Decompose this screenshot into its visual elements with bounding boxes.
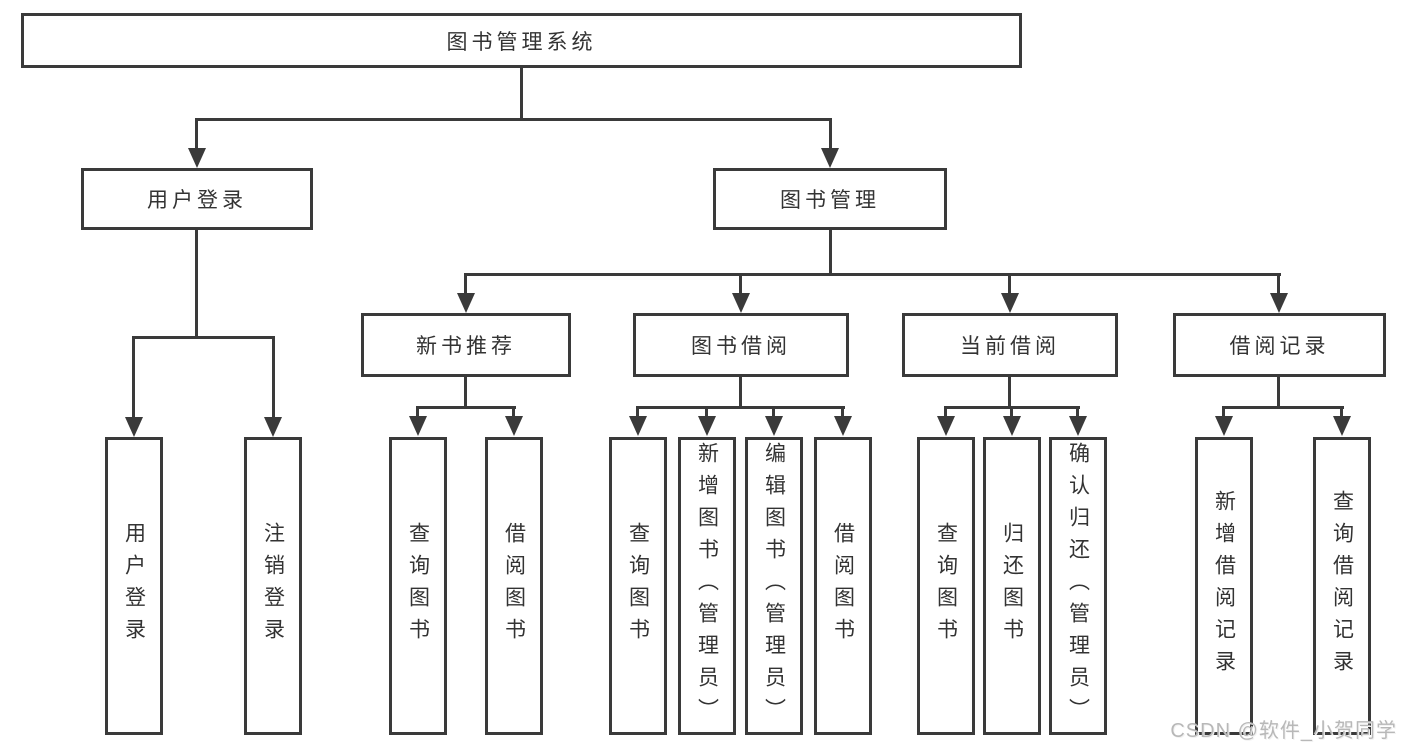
leaf-recommend-query-books-label: 查询图书 [406,522,430,650]
leaf-add-books-admin: 新增图书（管理员） [678,437,736,735]
connector-borrow-branch [636,406,845,409]
connector-recommend-drop [464,273,467,295]
node-book-borrow-label: 图书借阅 [691,335,791,358]
leaf-current-query-books: 查询图书 [917,437,975,735]
connector-borrow-drop [739,273,742,295]
connector-borrow-leaf2-drop [705,406,708,418]
arrowhead-borrow-leaf1-icon [629,416,647,436]
arrowhead-current-leaf1-icon [937,416,955,436]
arrowhead-user-leaf1-icon [125,417,143,437]
node-new-book-recommend-label: 新书推荐 [416,335,516,358]
leaf-logout-label: 注销登录 [261,522,285,650]
connector-recommend-leaf1-drop [416,406,419,418]
leaf-add-borrow-record-label: 新增借阅记录 [1212,490,1236,682]
connector-recommend-stem [464,377,467,406]
arrowhead-recommend-leaf1-icon [409,416,427,436]
node-new-book-recommend: 新书推荐 [361,313,571,377]
connector-current-drop [1008,273,1011,295]
arrowhead-borrow-icon [732,293,750,313]
leaf-confirm-return-admin-label: 确认归还（管理员） [1066,442,1090,730]
connector-books-stem [829,230,832,273]
arrowhead-records-leaf1-icon [1215,416,1233,436]
connector-recommend-leaf2-drop [512,406,515,418]
leaf-borrow-books-label: 借阅图书 [831,522,855,650]
arrowhead-recommend-leaf2-icon [505,416,523,436]
leaf-recommend-borrow-books: 借阅图书 [485,437,543,735]
node-root: 图书管理系统 [21,13,1022,68]
leaf-edit-books-admin-label: 编辑图书（管理员） [762,442,786,730]
leaf-borrow-query-books-label: 查询图书 [626,522,650,650]
leaf-borrow-query-books: 查询图书 [609,437,667,735]
connector-borrow-leaf4-drop [841,406,844,418]
connector-records-leaf1-drop [1222,406,1225,418]
node-current-borrow: 当前借阅 [902,313,1118,377]
leaf-user-login-label: 用户登录 [122,522,146,650]
node-book-management-label: 图书管理 [780,189,880,212]
connector-records-branch [1222,406,1344,409]
connector-user-leaf2-drop [272,336,275,418]
connector-borrow-stem [739,377,742,406]
arrowhead-current-leaf2-icon [1003,416,1021,436]
node-borrow-records-label: 借阅记录 [1229,335,1330,358]
node-book-borrow: 图书借阅 [633,313,849,377]
arrowhead-user-leaf2-icon [264,417,282,437]
connector-current-stem [1008,377,1011,406]
leaf-add-books-admin-label: 新增图书（管理员） [695,442,719,730]
arrowhead-borrow-leaf2-icon [698,416,716,436]
leaf-borrow-books: 借阅图书 [814,437,872,735]
connector-current-leaf3-drop [1076,406,1079,418]
node-borrow-records: 借阅记录 [1173,313,1386,377]
connector-borrow-leaf1-drop [636,406,639,418]
node-user-login-label: 用户登录 [147,189,247,212]
arrowhead-borrow-leaf4-icon [834,416,852,436]
arrowhead-user-icon [188,148,206,168]
arrowhead-recommend-icon [457,293,475,313]
leaf-logout: 注销登录 [244,437,302,735]
connector-user-drop [195,118,198,150]
connector-user-stem [195,230,198,336]
arrowhead-records-icon [1270,293,1288,313]
node-book-management: 图书管理 [713,168,947,230]
connector-borrow-leaf3-drop [772,406,775,418]
connector-user-leaf1-drop [132,336,135,418]
leaf-add-borrow-record: 新增借阅记录 [1195,437,1253,735]
connector-records-drop [1277,273,1280,295]
leaf-return-books: 归还图书 [983,437,1041,735]
leaf-confirm-return-admin: 确认归还（管理员） [1049,437,1107,735]
connector-user-branch [132,336,275,339]
leaf-query-borrow-record-label: 查询借阅记录 [1330,490,1354,682]
node-user-login: 用户登录 [81,168,313,230]
connector-current-leaf1-drop [944,406,947,418]
connector-records-leaf2-drop [1340,406,1343,418]
leaf-edit-books-admin: 编辑图书（管理员） [745,437,803,735]
leaf-recommend-query-books: 查询图书 [389,437,447,735]
node-root-label: 图书管理系统 [446,30,597,54]
arrowhead-current-icon [1001,293,1019,313]
connector-root-branch [195,118,832,121]
arrowhead-borrow-leaf3-icon [765,416,783,436]
leaf-user-login: 用户登录 [105,437,163,735]
connector-books-branch [464,273,1281,276]
leaf-return-books-label: 归还图书 [1000,522,1024,650]
connector-root-stem [520,68,523,118]
connector-current-leaf2-drop [1010,406,1013,418]
connector-records-stem [1277,377,1280,406]
leaf-current-query-books-label: 查询图书 [934,522,958,650]
csdn-watermark: CSDN @软件_小贺同学 [1170,720,1397,742]
arrowhead-records-leaf2-icon [1333,416,1351,436]
leaf-recommend-borrow-books-label: 借阅图书 [502,522,526,650]
connector-books-drop [829,118,832,150]
arrowhead-books-icon [821,148,839,168]
arrowhead-current-leaf3-icon [1069,416,1087,436]
leaf-query-borrow-record: 查询借阅记录 [1313,437,1371,735]
node-current-borrow-label: 当前借阅 [960,335,1060,358]
connector-recommend-branch [416,406,516,409]
